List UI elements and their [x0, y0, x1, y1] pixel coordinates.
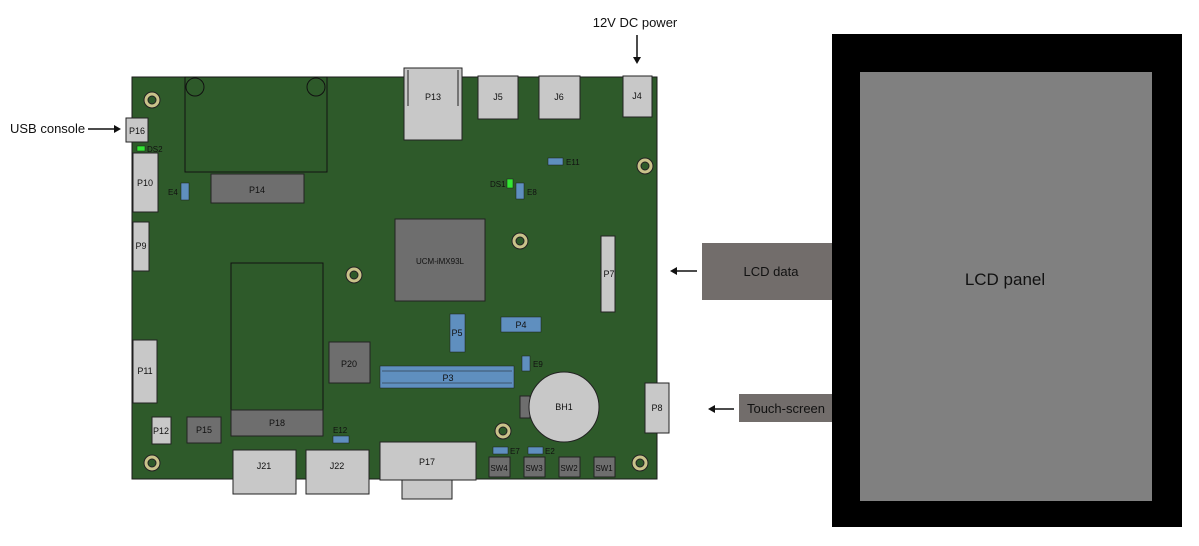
module-standoff [306, 77, 326, 97]
jumper-e9-label: E9 [533, 360, 543, 369]
switch-sw4 [488, 456, 511, 478]
mount-hole [511, 232, 529, 250]
connector-p7 [600, 235, 616, 313]
connector-j5-label: J5 [493, 92, 503, 102]
connector-p4 [500, 316, 542, 333]
jumper-e7-label: E7 [510, 447, 520, 456]
connector-p18 [230, 409, 324, 437]
mount-hole [636, 157, 654, 175]
led-ds1-label: DS1 [490, 180, 506, 189]
switch-sw1 [593, 456, 616, 478]
connector-p17-label: P17 [419, 457, 435, 467]
connector-p20 [328, 341, 371, 384]
jumper-e2-label: E2 [545, 447, 555, 456]
connector-p14-label: P14 [249, 185, 265, 195]
connector-j21 [232, 449, 297, 495]
jumper-e12-label: E12 [333, 426, 348, 435]
connector-p3 [379, 365, 515, 389]
lcd-data-callout [702, 243, 832, 300]
connector-p16-label: P16 [129, 126, 145, 136]
lcd-panel-screen [860, 72, 1152, 501]
jumper-e7 [492, 446, 509, 455]
som-module [394, 218, 486, 302]
switch-sw2-label: SW2 [560, 464, 578, 473]
connector-p7-label: P7 [603, 269, 614, 279]
jumper-e11-label: E11 [566, 158, 580, 167]
battery-holder-bh1-label: BH1 [555, 402, 573, 412]
connector-p11 [132, 339, 158, 404]
module-standoff [185, 77, 205, 97]
switch-sw2 [558, 456, 581, 478]
jumper-e9 [521, 355, 531, 372]
power-label: 12V DC power [593, 15, 678, 30]
usb-console-label: USB console [10, 121, 85, 136]
jumper-e8-label: E8 [527, 188, 537, 197]
connector-p13-label: P13 [425, 92, 441, 102]
module-outline [184, 76, 328, 173]
connector-p17-shell [401, 477, 453, 500]
connector-j4-label: J4 [632, 91, 642, 101]
connector-p14 [210, 173, 305, 204]
connector-j6 [538, 75, 581, 120]
touch-screen-label: Touch-screen [747, 401, 825, 416]
mount-hole [631, 454, 649, 472]
touch-screen-arrow [708, 405, 734, 413]
led-ds1 [506, 178, 514, 189]
power-arrow [633, 35, 641, 64]
connector-p12 [151, 416, 172, 445]
connector-p13 [403, 67, 463, 141]
som-label: UCM-iMX93L [416, 257, 465, 266]
connector-p10 [132, 152, 159, 213]
led-ds2-label: DS2 [147, 145, 163, 154]
connector-p3-label: P3 [442, 373, 453, 383]
connector-p20-label: P20 [341, 359, 357, 369]
connector-p10-label: P10 [137, 178, 153, 188]
jumper-e11 [547, 157, 564, 166]
connector-j4 [622, 75, 653, 118]
connector-j22 [305, 449, 370, 495]
connector-j6-label: J6 [554, 92, 564, 102]
jumper-e2 [527, 446, 544, 455]
connector-p18-label: P18 [269, 418, 285, 428]
connector-p5 [449, 313, 466, 353]
connector-p17 [379, 441, 477, 481]
switch-sw4-label: SW4 [490, 464, 508, 473]
connector-p4-label: P4 [515, 320, 526, 330]
connector-p11-label: P11 [137, 366, 152, 376]
connector-j22-label: J22 [330, 461, 345, 471]
connector-p15-label: P15 [196, 425, 212, 435]
led-ds2 [136, 145, 146, 152]
connector-p9 [132, 221, 150, 272]
connector-j21-label: J21 [257, 461, 272, 471]
connector-j5 [477, 75, 519, 120]
touch-screen-callout [739, 394, 832, 422]
connector-p8 [644, 382, 670, 434]
jumper-e12 [332, 435, 350, 444]
connector-p8-label: P8 [651, 403, 662, 413]
switch-sw1-label: SW1 [595, 464, 613, 473]
switch-sw3-label: SW3 [525, 464, 543, 473]
usb-console-arrow [88, 125, 121, 133]
mount-hole [143, 91, 161, 109]
connector-p12-label: P12 [153, 426, 169, 436]
connector-p5-label: P5 [451, 328, 462, 338]
lcd-panel-label: LCD panel [965, 270, 1045, 289]
jumper-e8 [515, 182, 525, 200]
jumper-e4 [180, 182, 190, 201]
mount-hole [143, 454, 161, 472]
switch-sw3 [523, 456, 546, 478]
connector-p9-label: P9 [135, 241, 146, 251]
jumper-e4-label: E4 [168, 188, 178, 197]
lcd-data-label: LCD data [744, 264, 800, 279]
mount-hole [494, 422, 512, 440]
connector-p15 [186, 416, 222, 444]
mount-hole [345, 266, 363, 284]
battery-holder-bh1 [528, 371, 600, 443]
lcd-data-arrow [670, 267, 697, 275]
connector-p16 [125, 117, 149, 143]
